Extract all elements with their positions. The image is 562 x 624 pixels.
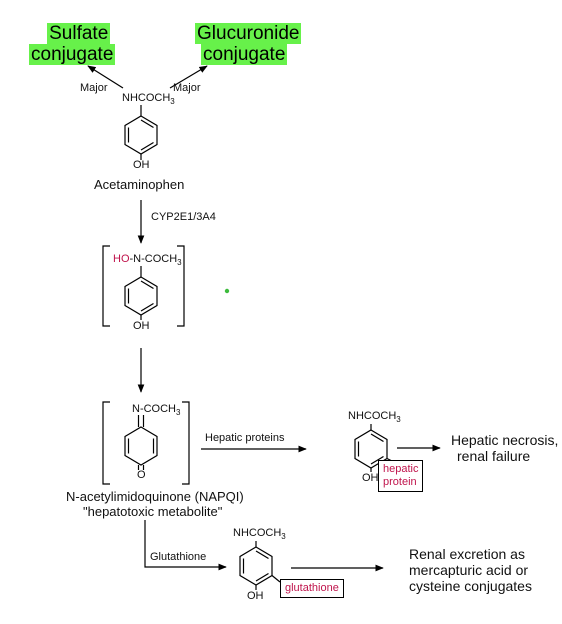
- napqi-subtitle: "hepatotoxic metabolite": [83, 504, 223, 519]
- major-arrow-right: [169, 65, 208, 89]
- enzyme-label: CYP2E1/3A4: [151, 211, 216, 223]
- glutathione-adduct-oh: OH: [247, 590, 264, 602]
- major-label-left: Major: [80, 82, 108, 94]
- acetaminophen-nhcoch3: NHCOCH3: [122, 92, 175, 107]
- napqi-o: O: [137, 469, 146, 481]
- sulfate-conjugate-label: Sulfate conjugate: [29, 23, 116, 66]
- hydroxylamine-label: HO-N-COCH3: [113, 253, 182, 268]
- major-arrow-left: [87, 65, 124, 89]
- hepatic-adduct-ring: [354, 424, 395, 472]
- glucuronide-conjugate-label: Glucuronide conjugate: [195, 23, 302, 66]
- napqi-name: N-acetylimidoquinone (NAPQI): [66, 489, 244, 504]
- hydroxylamine-oh: OH: [133, 320, 150, 332]
- hepatic-necrosis-outcome: Hepatic necrosis,renal failure: [451, 432, 559, 465]
- bracket-right-1: [177, 245, 185, 327]
- glucuronide-line-2: conjugate: [201, 43, 288, 65]
- sulfate-line-1: Sulfate: [47, 23, 111, 44]
- glutathione-box: glutathione: [280, 579, 344, 599]
- hepatic-proteins-label: Hepatic proteins: [205, 432, 285, 444]
- green-dot: [224, 288, 230, 294]
- glucuronide-line-1: Glucuronide: [195, 23, 302, 44]
- bracket-left-1: [102, 245, 110, 327]
- acetaminophen-oh: OH: [133, 159, 150, 171]
- ho-group: HO: [113, 253, 130, 265]
- glutathione-adduct-nhcoch3: NHCOCH3: [233, 527, 286, 542]
- glutathione-arrow: [144, 520, 227, 571]
- napqi-ring: [124, 415, 158, 470]
- acetaminophen-name: Acetaminophen: [94, 177, 185, 192]
- sulfate-line-2: conjugate: [29, 43, 116, 65]
- glutathione-adduct-ring: [239, 541, 281, 590]
- hydroxylamine-ring: [124, 266, 158, 320]
- bracket-right-2: [182, 401, 190, 485]
- hepatic-adduct-oh: OH: [362, 472, 379, 484]
- renal-excretion-outcome: Renal excretion as mercapturic acid or c…: [409, 546, 532, 595]
- hepatic-adduct-nhcoch3: NHCOCH3: [348, 410, 401, 425]
- napqi-ncoch3: N-COCH3: [132, 403, 181, 418]
- major-label-right: Major: [173, 82, 201, 94]
- bracket-left-2: [102, 401, 110, 485]
- glutathione-label: Glutathione: [150, 551, 207, 563]
- acetaminophen-ring: [124, 105, 158, 160]
